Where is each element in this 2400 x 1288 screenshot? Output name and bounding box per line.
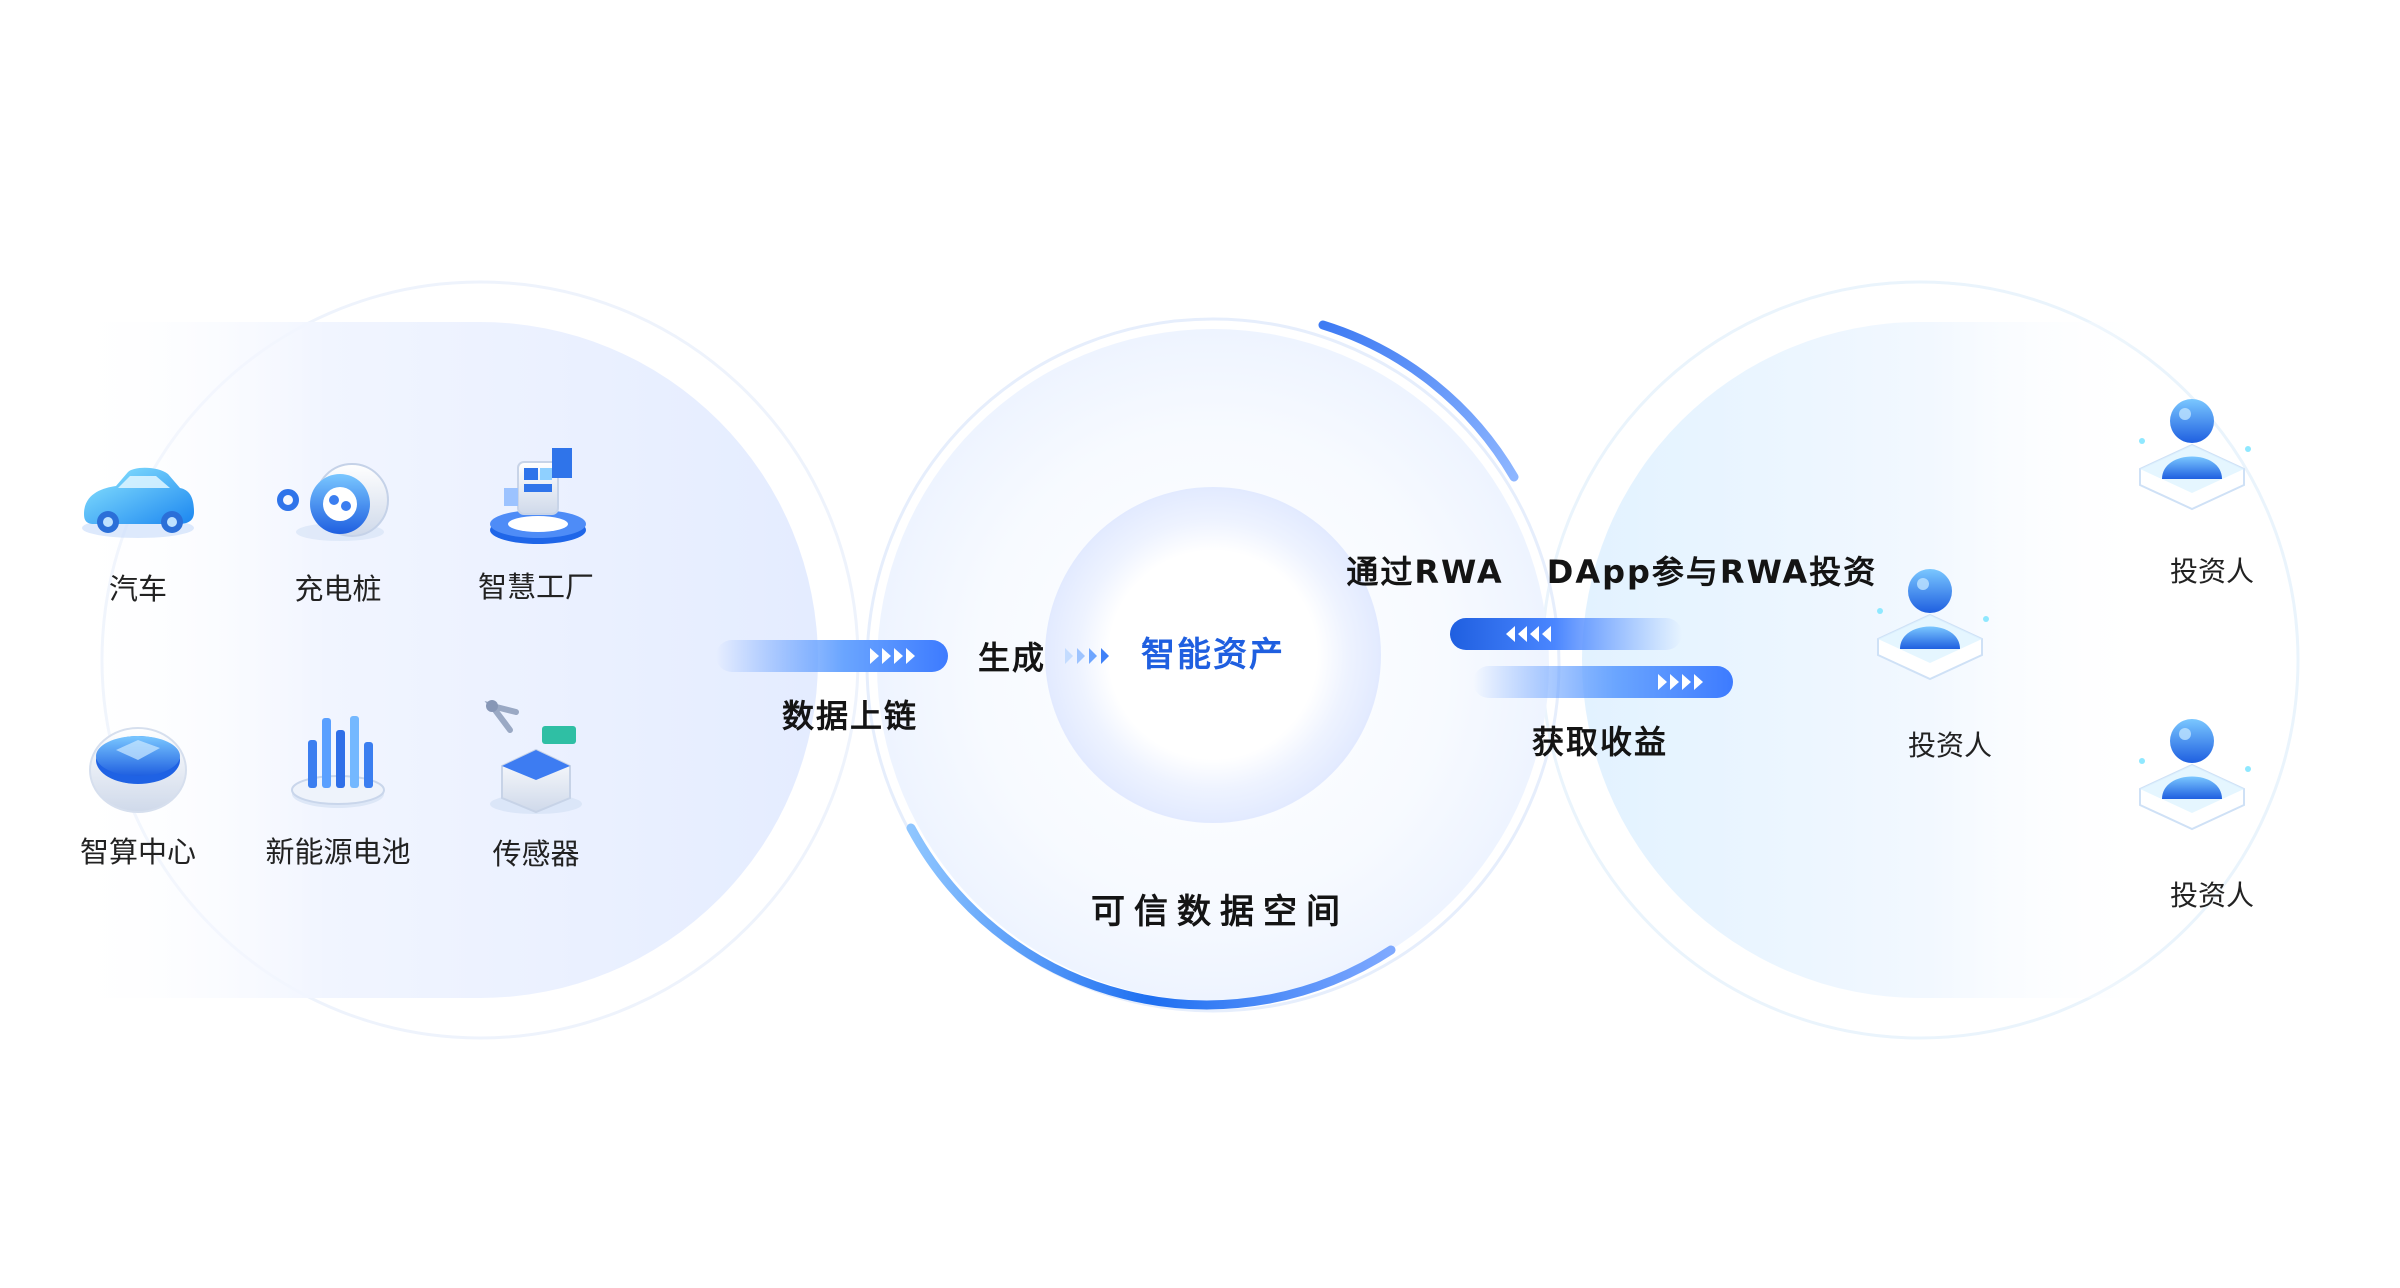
arrow-returns <box>1473 666 1733 698</box>
car-icon <box>82 467 194 538</box>
investor-label-top: 投资人 <box>2169 555 2255 588</box>
trusted-data-space-label: 可信数据空间 <box>1091 892 1349 932</box>
source-label-car: 汽车 <box>108 572 168 606</box>
investor-label-bottom: 投资人 <box>2169 879 2255 912</box>
outer-arc-top <box>1318 320 1519 482</box>
get-returns-label: 获取收益 <box>1531 723 1669 761</box>
generate-chevrons <box>1065 648 1109 664</box>
source-label-smart-factory: 智慧工厂 <box>477 570 595 604</box>
investor-icon-middle <box>1877 569 1989 681</box>
source-label-computing-center: 智算中心 <box>79 835 197 869</box>
sensor-icon <box>484 700 582 814</box>
charging-pile-icon <box>277 463 389 541</box>
battery-icon <box>291 716 385 808</box>
trusted-data-space <box>865 317 1561 1013</box>
source-label-battery: 新能源电池 <box>265 835 411 869</box>
generate-label: 生成 <box>977 639 1047 677</box>
smart-factory-icon <box>490 448 586 544</box>
data-upload-label: 数据上链 <box>781 697 919 735</box>
dapp-participate-label: DApp参与RWA投资 <box>1546 553 1878 591</box>
arrow-invest <box>1450 618 1682 650</box>
arrow-data-upload <box>716 640 948 672</box>
investor-icon-bottom <box>2139 719 2251 831</box>
source-label-charging-pile: 充电桩 <box>294 572 382 606</box>
computing-center-icon <box>89 727 187 813</box>
via-rwa-label: 通过RWA <box>1346 553 1504 591</box>
investor-label-middle: 投资人 <box>1907 729 1993 762</box>
source-label-sensor: 传感器 <box>492 837 580 871</box>
smart-asset-label: 智能资产 <box>1141 635 1285 675</box>
outer-arc-bottom <box>906 823 1396 1010</box>
investor-icon-top <box>2139 399 2251 511</box>
